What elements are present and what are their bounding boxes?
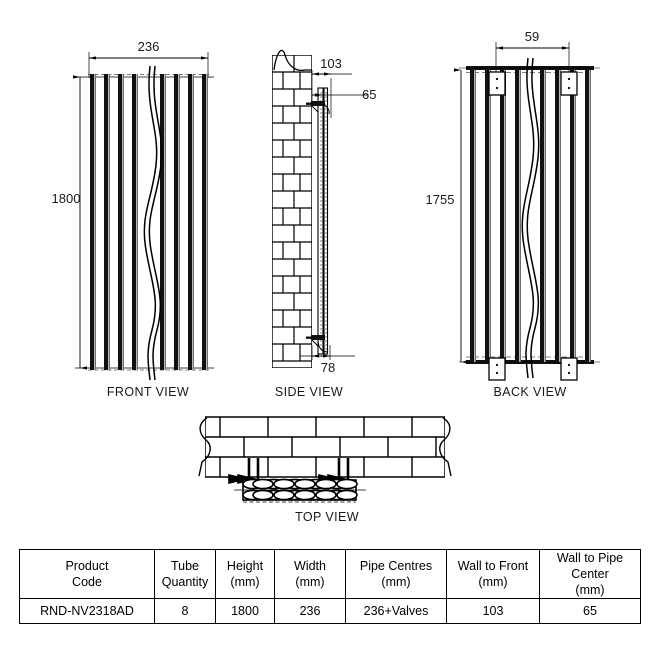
back-view-tubes [470,70,591,362]
front-tube [202,74,208,370]
back-tube [570,70,576,362]
column-header-line2: (mm) [381,575,411,589]
side-bottom-dimension-label: 78 [321,360,335,375]
side-view-bottom-bracket [306,335,329,353]
wall-bracket [488,71,506,96]
back-tube [500,70,506,362]
front-view-label: FRONT VIEW [107,385,189,399]
front-height-dimension-label: 1800 [52,191,81,206]
cell-tube-quantity: 8 [154,598,216,624]
column-header-line2: Quantity [161,575,209,589]
back-tube [515,70,521,362]
front-view-wavy-line [143,65,163,381]
column-header-line1: Pipe Centres [359,559,433,573]
column-header-height: Height (mm) [215,549,275,599]
spec-table-container: Product Code Tube Quantity Height (mm) W… [19,549,641,624]
cell-height: 1800 [215,598,275,624]
top-view-break-symbol-right [439,417,452,477]
column-header-line1: Tube [170,559,200,573]
column-header-line1: Product [65,559,109,573]
top-view-fixing-arrows [228,458,350,484]
back-view-brackets [488,71,578,381]
column-header-wall-to-front: Wall to Front (mm) [446,549,540,599]
side-view-radiator-body [317,87,329,355]
back-view: 59 1755 [426,29,600,399]
column-header-product-code: Product Code [19,549,155,599]
back-view-label: BACK VIEW [493,385,566,399]
wall-bracket [488,357,506,381]
front-width-dimension-label: 236 [138,39,160,54]
cell-product-code: RND-NV2318AD [19,598,155,624]
column-header-pipe-centres: Pipe Centres (mm) [345,549,447,599]
back-tube [470,70,476,362]
back-tube [555,70,561,362]
front-tube [132,74,138,370]
side-wall-to-pipe-label: 65 [362,87,376,102]
side-wall-to-front-label: 103 [320,56,342,71]
top-view-tube-row-front [242,478,358,490]
back-tube [585,70,591,362]
back-height-dimension-label: 1755 [426,192,455,207]
cell-wall-to-front: 103 [446,598,540,624]
side-view-label: SIDE VIEW [275,385,343,399]
front-tube [118,74,124,370]
back-tube [485,70,491,362]
back-view-wavy-line [521,57,540,379]
top-view-label: TOP VIEW [295,510,359,524]
top-view: TOP VIEW [198,416,452,524]
side-view-top-bracket [306,101,330,115]
column-header-line1: Width [294,559,326,573]
wall-bracket [560,71,578,96]
column-header-width: Width (mm) [274,549,346,599]
front-tube [188,74,194,370]
column-header-line2: (mm) [230,575,260,589]
column-header-line1: Wall to Pipe Center [556,551,624,581]
column-header-line2: (mm) [478,575,508,589]
side-view-break-symbol [273,49,312,72]
column-header-line1: Wall to Front [457,559,529,573]
front-tube [160,74,166,370]
column-header-line1: Height [226,559,264,573]
back-tube [540,70,546,362]
cell-wall-to-pipe-center: 65 [539,598,641,624]
technical-drawing-canvas: 236 1800 FRONT VIEW [52,29,600,524]
table-row: RND-NV2318AD 8 1800 236 236+Valves 103 6… [19,598,641,624]
column-header-line2: (mm) [575,583,605,597]
top-view-break-symbol-left [198,417,211,477]
top-view-tube-row-back [242,489,358,501]
cell-width: 236 [274,598,346,624]
front-tube [90,74,96,370]
cell-pipe-centres: 236+Valves [345,598,447,624]
side-view: 103 65 78 SIDE VIEW [272,49,376,399]
top-view-radiator [234,478,366,503]
front-tube [104,74,110,370]
spec-table: Product Code Tube Quantity Height (mm) W… [19,549,641,624]
top-view-wall [205,416,445,478]
side-view-wall [272,55,312,368]
column-header-tube-quantity: Tube Quantity [154,549,216,599]
wall-bracket [560,357,578,381]
spec-table-header-row: Product Code Tube Quantity Height (mm) W… [19,549,641,599]
back-bracket-dimension-label: 59 [525,29,539,44]
column-header-wall-to-pipe-center: Wall to Pipe Center (mm) [539,549,641,599]
column-header-line2: (mm) [295,575,325,589]
front-view: 236 1800 FRONT VIEW [52,39,214,399]
column-header-line2: Code [72,575,102,589]
front-tube [174,74,180,370]
front-view-tubes [90,74,208,370]
